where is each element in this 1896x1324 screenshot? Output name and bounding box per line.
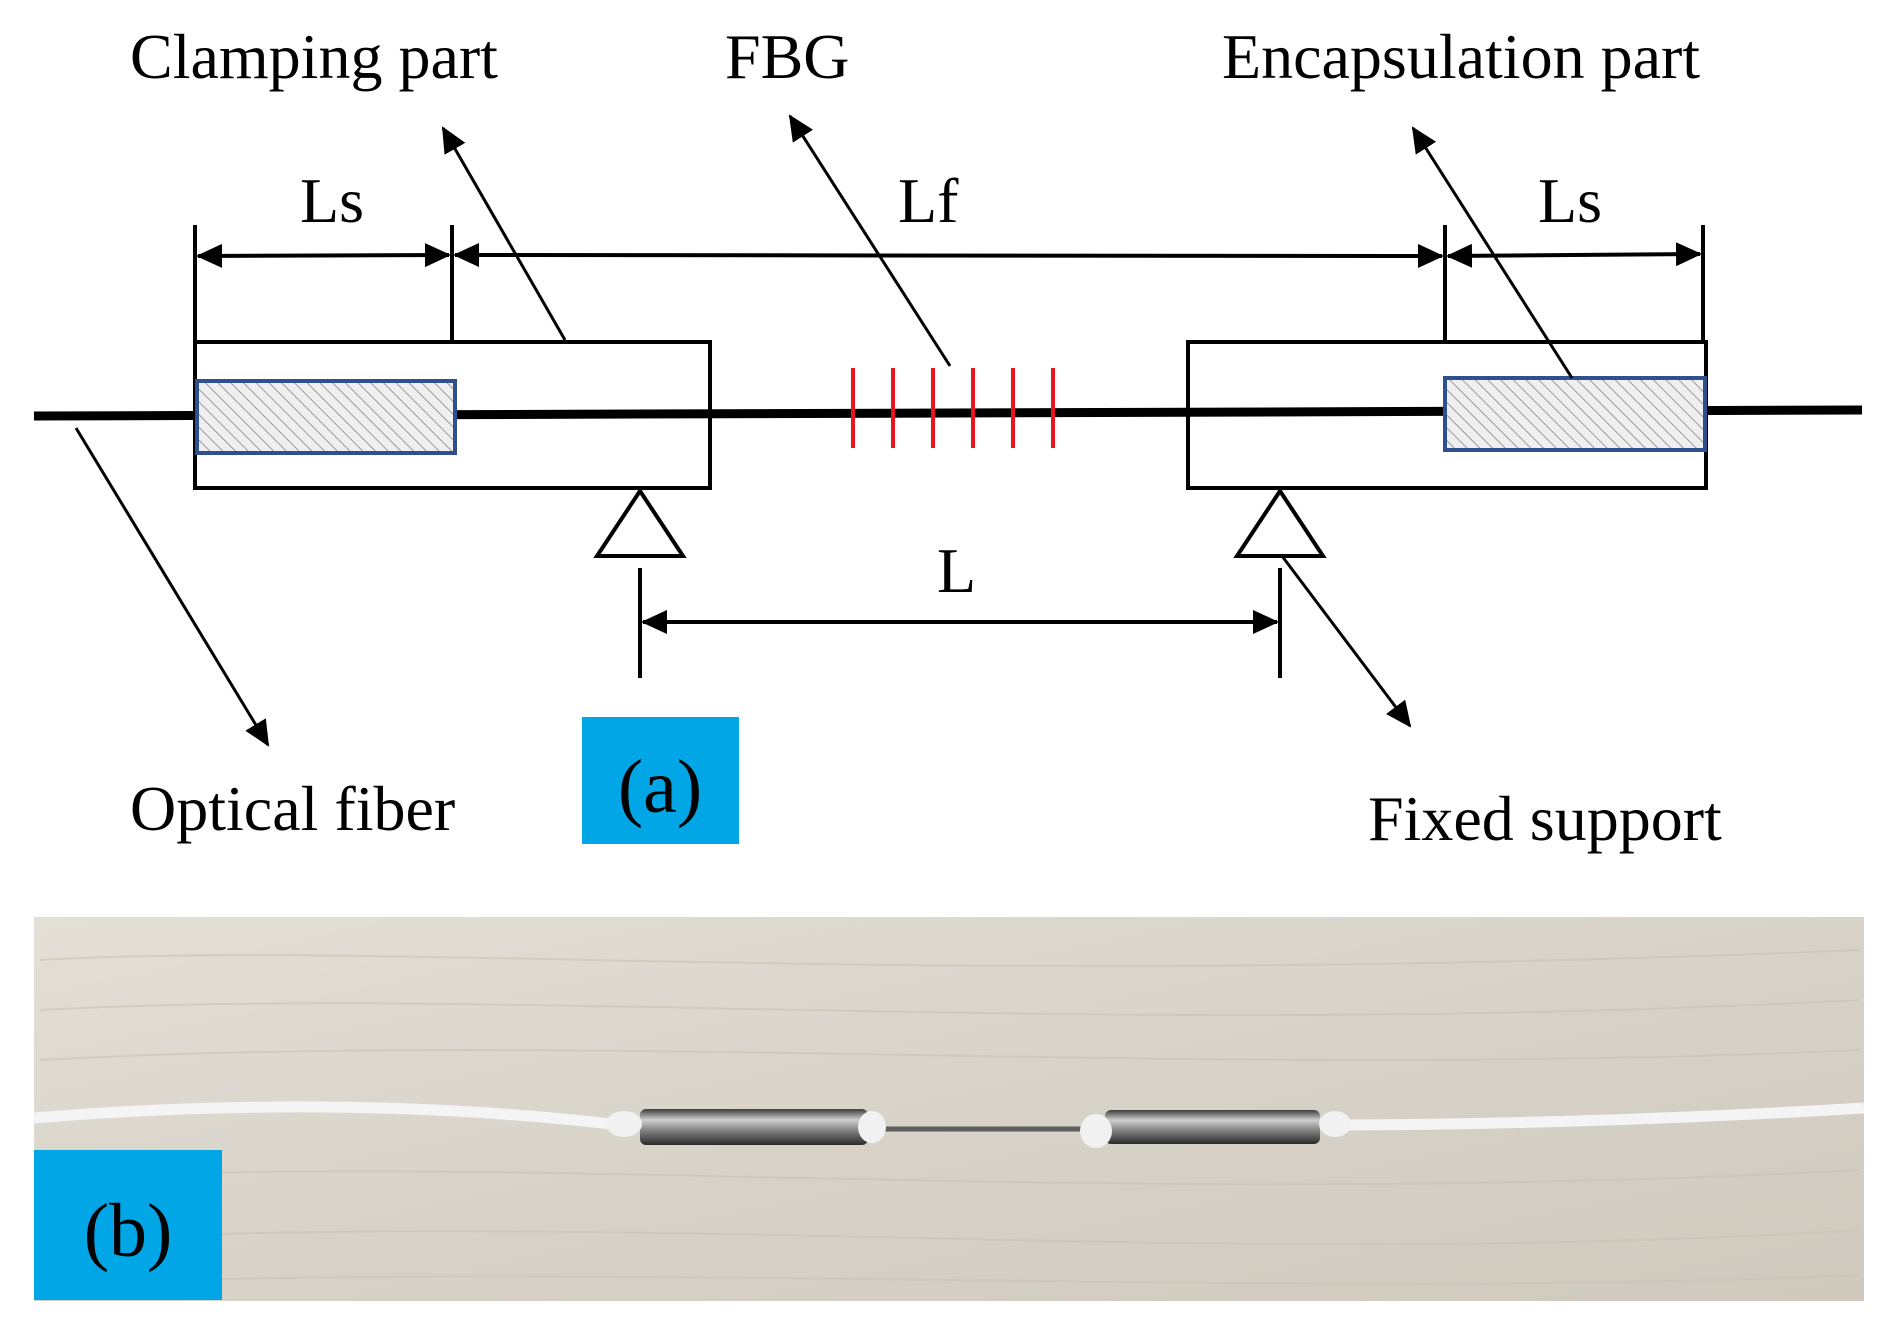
fbg-leader — [788, 114, 952, 367]
fbg-label: FBG — [725, 21, 850, 92]
right-encapsulant — [1443, 376, 1707, 452]
support-span-dimension — [638, 568, 1282, 678]
panel-b-label: (b) — [84, 1189, 173, 1273]
left-encapsulant — [195, 379, 457, 455]
encapsulation-part-label: Encapsulation part — [1222, 21, 1700, 92]
photo-right-tube — [1105, 1110, 1320, 1144]
right-support-triangle — [1233, 487, 1327, 558]
panel-a-label: (a) — [618, 745, 702, 829]
panel-b-badge: (b) — [34, 1150, 222, 1300]
l-label: L — [937, 535, 976, 606]
optical-fiber-label: Optical fiber — [130, 773, 455, 844]
ls-left-label: Ls — [300, 165, 364, 236]
photo-left-tube — [640, 1109, 868, 1145]
clamping-part-leader — [441, 126, 567, 341]
photo-glue-right-outer — [1319, 1111, 1351, 1137]
photo-fiber-left — [33, 1101, 621, 1131]
photo-glue-left-outer — [606, 1111, 642, 1137]
fixed-support-label: Fixed support — [1368, 783, 1722, 854]
wood-grain — [39, 949, 1861, 1286]
panel-b-photo: (b) — [33, 917, 1865, 1301]
photo-glue-left-inner — [858, 1111, 886, 1143]
ls-right-label: Ls — [1538, 165, 1602, 236]
photo-fiber-right — [1329, 1102, 1865, 1131]
lf-label: Lf — [898, 165, 959, 236]
clamping-part-label: Clamping part — [130, 21, 498, 92]
top-dimension-lines — [193, 225, 1705, 342]
left-support-triangle — [593, 487, 687, 558]
fixed-support-leader — [1280, 555, 1412, 728]
encapsulation-part-leader — [1411, 126, 1574, 379]
fbg-grating — [851, 368, 1055, 448]
panel-a-schematic: Clamping part FBG Encapsulation part Ls … — [33, 21, 1863, 854]
panel-a-badge: (a) — [582, 717, 739, 844]
optical-fiber-leader — [74, 427, 270, 747]
photo-glue-right-inner — [1080, 1114, 1112, 1148]
leader-arrows — [74, 114, 1574, 747]
